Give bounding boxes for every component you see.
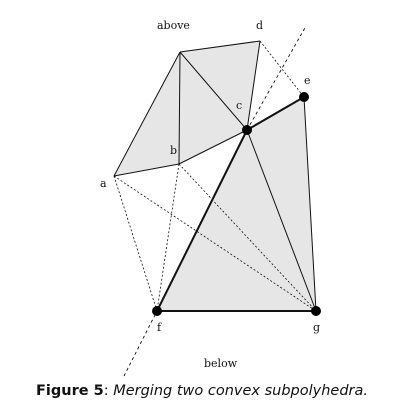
solid-edges bbox=[113, 40, 317, 312]
label-d: d bbox=[256, 19, 263, 32]
polyhedra-merge-diagram: above d e c b a f g below bbox=[100, 19, 321, 377]
merge-edges bbox=[156, 96, 316, 312]
dotted-edges bbox=[113, 40, 317, 312]
label-e: e bbox=[304, 74, 311, 87]
label-above: above bbox=[157, 19, 190, 32]
figure-caption: Figure 5: Merging two convex subpolyhedr… bbox=[0, 383, 404, 399]
label-g: g bbox=[313, 321, 320, 334]
label-below: below bbox=[204, 357, 238, 370]
vertex-c-dot bbox=[242, 125, 252, 135]
extension-line-upper bbox=[246, 25, 307, 131]
vertex-e-dot bbox=[299, 92, 309, 102]
label-c: c bbox=[236, 99, 242, 112]
upper-polyhedron-face bbox=[114, 41, 260, 176]
extension-line-lower bbox=[123, 310, 158, 377]
label-a: a bbox=[100, 177, 107, 190]
lower-polyhedron-face bbox=[157, 97, 316, 311]
figure-number: Figure 5 bbox=[36, 383, 104, 399]
caption-text: Merging two convex subpolyhedra. bbox=[113, 383, 368, 399]
label-b: b bbox=[170, 144, 177, 157]
vertex-f-dot bbox=[152, 306, 162, 316]
vertex-g-dot bbox=[311, 306, 321, 316]
caption-separator: : bbox=[103, 383, 114, 399]
label-f: f bbox=[157, 321, 162, 334]
